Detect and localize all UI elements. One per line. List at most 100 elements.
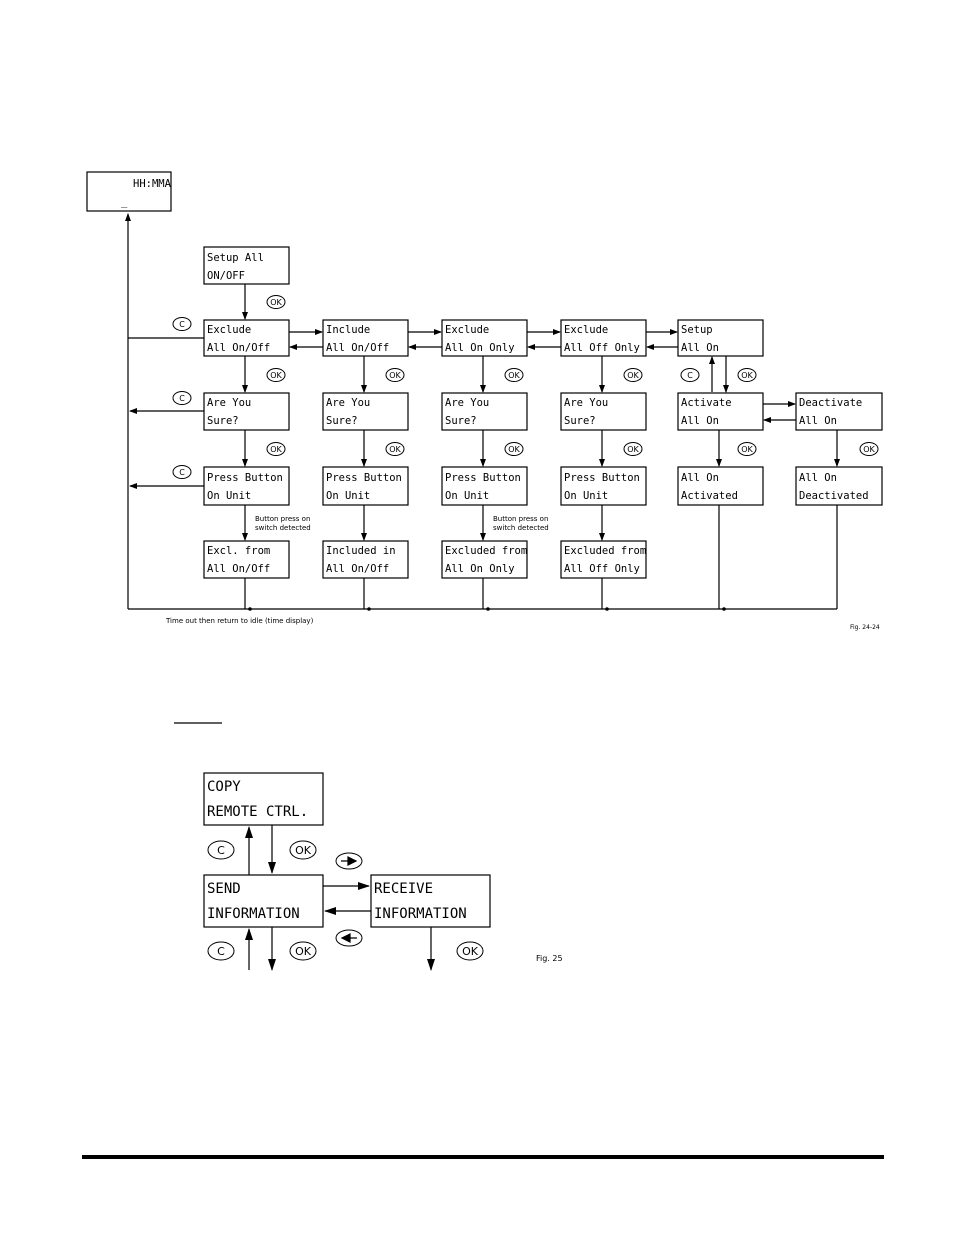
row1-box-2: Exclude All On Only [441,319,528,357]
row2-box-1-line2: Sure? [326,415,358,427]
row2-box-4: Activate All On [677,392,764,431]
row3-box-0-line2: On Unit [207,490,251,502]
row2-box-3: Are You Sure? [560,392,647,431]
copy-line1: COPY [207,779,241,795]
fig25-diagram: COPY REMOTE CTRL. SEND INFORMATION RECEI… [203,772,563,971]
row4-box-3-line1: Excluded from [564,545,646,557]
row3-box-4-line1: All On [681,472,719,484]
setup-all-line1: Setup All [207,252,264,264]
row3-box-5-line2: Deactivated [799,490,869,502]
ok-key-icon: OK [456,941,484,961]
svg-text:C: C [217,844,225,857]
row3-box-4: All On Activated [677,466,764,506]
svg-text:OK: OK [508,371,520,380]
row2-box-5-line1: Deactivate [799,397,862,409]
row4-box-3-line2: All Off Only [564,563,640,575]
row4-box-2: Excluded from All On Only [441,540,528,579]
row2-box-4-line1: Activate [681,397,732,409]
row2-box-3-line2: Sure? [564,415,596,427]
row3-box-0-line1: Press Button [207,472,283,484]
row4-box-0: Excl. from All On/Off [203,540,290,579]
row3-box-1-line2: On Unit [326,490,370,502]
fig24-label: Fig. 24-24 [850,624,880,631]
row3-box-2-line1: Press Button [445,472,521,484]
svg-text:OK: OK [508,445,520,454]
ok-key-icon: OK [266,368,286,382]
junction-dot [248,607,252,611]
row3-box-5-line1: All On [799,472,837,484]
receive-line1: RECEIVE [374,881,433,897]
ok-key-icon: OK [504,442,524,456]
fig24-key-symbols: OK C OK OK OK OK C OK C OK OK OK OK OK O… [172,295,879,479]
row2-box-5-line2: All On [799,415,837,427]
svg-text:OK: OK [627,371,639,380]
copy-line2: REMOTE CTRL. [207,804,308,820]
svg-text:C: C [179,468,185,477]
svg-text:OK: OK [270,445,282,454]
idle-cursor-text: _ [121,196,128,208]
row4-box-2-line1: Excluded from [445,545,527,557]
junction-dot [486,607,490,611]
send-line2: INFORMATION [207,906,300,922]
junction-dot [605,607,609,611]
row3-box-1: Press Button On Unit [322,466,409,506]
row1-box-2-line1: Exclude [445,324,489,336]
row1-box-2-line2: All On Only [445,342,515,354]
fig24-diagram: HH:MMA _ Setup All ON/OFF Exclude All On… [86,171,883,631]
fig24-connectors [125,213,840,611]
row1-box-0: Exclude All On/Off [203,319,290,357]
row3-box-4-line2: Activated [681,490,738,502]
row2-box-0-line1: Are You [207,397,251,409]
row3-box-5: All On Deactivated [795,466,883,506]
row4-box-1-line2: All On/Off [326,563,389,575]
row1-box-1-line1: Include [326,324,370,336]
row1-box-4-line1: Setup [681,324,713,336]
row3-box-3: Press Button On Unit [560,466,647,506]
ok-key-icon: OK [859,442,879,456]
row1-box-4: Setup All On [677,319,764,357]
row3-box-0: Press Button On Unit [203,466,290,506]
row3-box-3-line1: Press Button [564,472,640,484]
receive-line2: INFORMATION [374,906,467,922]
row3-box-3-line2: On Unit [564,490,608,502]
c-key-icon: C [680,368,700,382]
row2-box-2: Are You Sure? [441,392,528,431]
ok-key-icon: OK [623,368,643,382]
svg-text:OK: OK [389,445,401,454]
row4-box-0-line2: All On/Off [207,563,270,575]
junction-dot [367,607,371,611]
fig25-connectors [245,825,435,971]
button-press-note-l1: Button press on [255,515,310,523]
c-key-icon: C [172,391,192,405]
row2-box-1-line1: Are You [326,397,370,409]
row4-box-3: Excluded from All Off Only [560,540,647,579]
ok-key-icon: OK [266,442,286,456]
ok-key-icon: OK [504,368,524,382]
right-arrow-key-icon [335,852,363,870]
row2-box-1: Are You Sure? [322,392,409,431]
row1-box-3: Exclude All Off Only [560,319,647,357]
fig25-label: Fig. 25 [536,954,563,963]
row3-box-2-line2: On Unit [445,490,489,502]
ok-key-icon: OK [289,840,317,860]
row3-box-1-line1: Press Button [326,472,402,484]
button-press-note-l2: switch detected [255,524,311,532]
svg-text:OK: OK [270,371,282,380]
c-key-icon: C [172,465,192,479]
fig25-key-symbols: C OK C OK OK [207,840,484,961]
c-key-icon: C [207,840,235,860]
svg-text:OK: OK [389,371,401,380]
copy-remote-box: COPY REMOTE CTRL. [203,772,324,826]
svg-text:OK: OK [627,445,639,454]
svg-text:OK: OK [741,371,753,380]
idle-time-text: HH:MMA [133,178,172,190]
send-info-box: SEND INFORMATION [203,874,324,928]
svg-text:C: C [687,371,693,380]
svg-text:OK: OK [270,298,282,307]
c-key-icon: C [207,941,235,961]
row3-box-2: Press Button On Unit [441,466,528,506]
c-key-icon: C [172,317,192,331]
button-press-note-l2: switch detected [493,524,549,532]
row2-box-0: Are You Sure? [203,392,290,431]
row1-box-0-line1: Exclude [207,324,251,336]
